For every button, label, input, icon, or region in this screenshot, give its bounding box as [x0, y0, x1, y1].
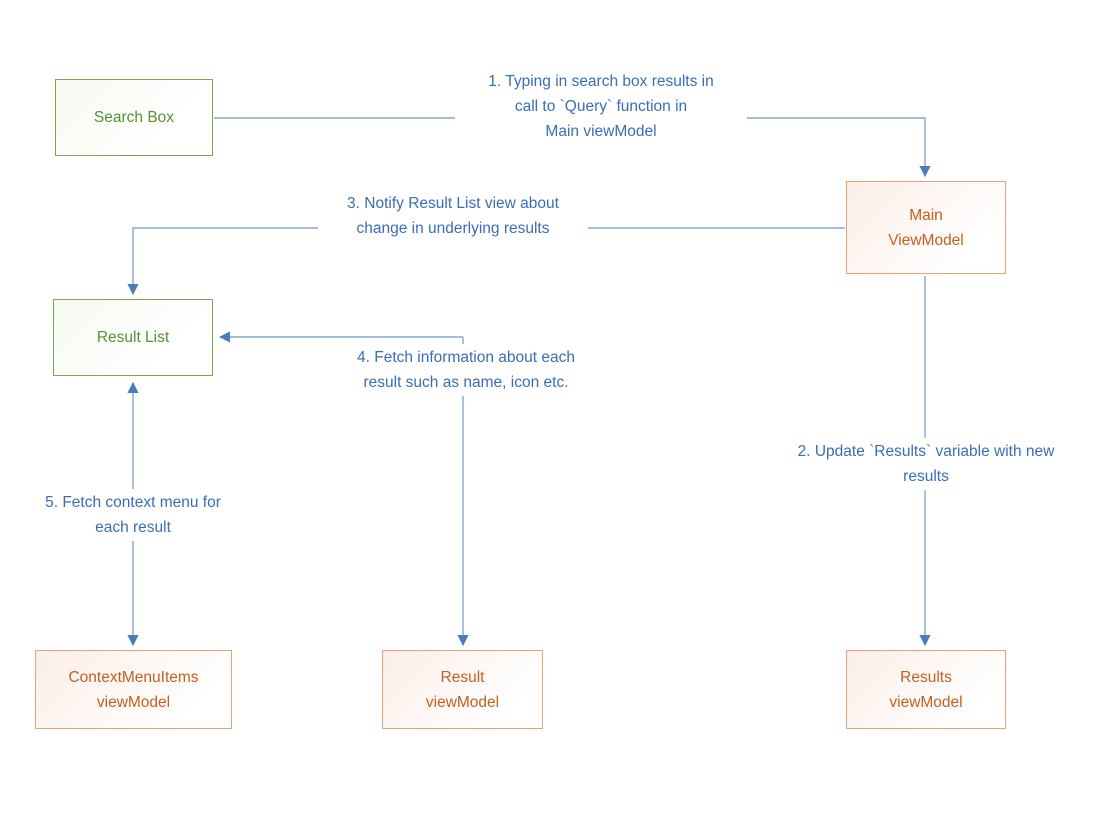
node-search-box: Search Box	[55, 79, 213, 156]
step-3-label: 3. Notify Result List view about change …	[318, 190, 588, 242]
node-main-viewmodel: Main ViewModel	[846, 181, 1006, 274]
step-1-label: 1. Typing in search box results in call …	[455, 68, 747, 145]
node-contextmenuitems-viewmodel: ContextMenuItems viewModel	[35, 650, 232, 729]
node-results-viewmodel: Results viewModel	[846, 650, 1006, 729]
node-result-list: Result List	[53, 299, 213, 376]
step-5-label: 5. Fetch context menu for each result	[23, 489, 243, 541]
step-4-label: 4. Fetch information about each result s…	[330, 344, 602, 396]
step-2-label: 2. Update `Results` variable with new re…	[765, 438, 1087, 490]
node-result-viewmodel: Result viewModel	[382, 650, 543, 729]
